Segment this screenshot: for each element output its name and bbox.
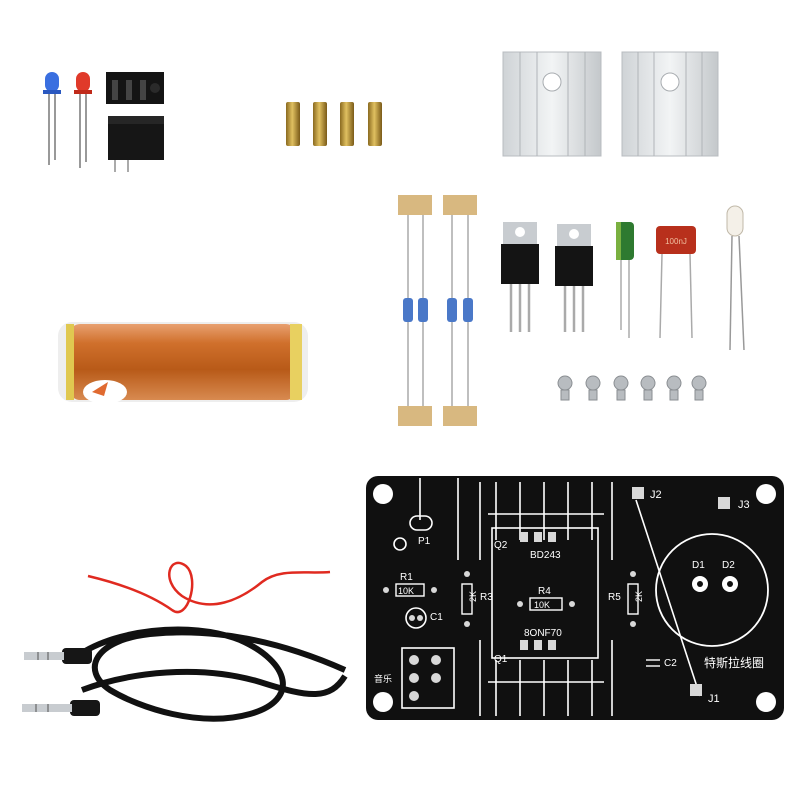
heatsink-right [621,51,719,157]
label-r4-value: 10K [534,600,550,610]
label-r1: R1 [400,572,413,583]
heatsink-left [502,51,602,157]
screws [557,375,707,401]
label-board-title: 特斯拉线圈 [704,655,764,670]
label-r3-value: 2K [468,591,478,602]
resistor-strip [398,195,477,426]
label-j1: J1 [708,693,720,705]
label-r4: R4 [538,586,551,597]
blue-led [43,72,61,165]
mounting-hole [373,484,393,504]
audio-jack-top [106,72,164,104]
electrolytic-capacitor [616,222,634,338]
label-q1-part: 8ONF70 [524,628,562,639]
label-r1-value: 10K [398,586,414,596]
pad-j3 [718,497,730,509]
neon-bulb [726,205,745,351]
label-c2: C2 [664,658,677,669]
label-j3: J3 [738,499,750,511]
pcb-board: J2 J3 J1 Q2 BD243 Q1 8ONF70 P1 R1 10K R3… [366,476,784,720]
label-q2-part: BD243 [530,550,561,561]
label-q1: Q1 [494,654,508,665]
aux-cable [22,626,348,722]
pad-j1 [690,684,702,696]
brass-standoffs [286,102,382,146]
label-music: 音乐 [374,673,392,685]
label-d2: D2 [722,560,735,571]
label-r5-value: 2K [634,591,644,602]
label-r3: R3 [480,592,493,603]
mounting-hole [756,484,776,504]
tesla-coil [58,322,308,404]
label-c1: C1 [430,612,443,623]
aux-plug-bottom [22,700,100,716]
aux-plug-top [24,648,92,664]
label-r5: R5 [608,592,621,603]
label-j2: J2 [650,489,662,501]
mounting-hole [373,692,393,712]
red-wire [87,561,331,614]
label-q2: Q2 [494,540,508,551]
film-capacitor-marking: 100nJ [665,237,687,246]
transistor-right [555,224,593,332]
pad-j2 [632,487,644,499]
transistor-left [501,222,539,332]
label-p1: P1 [418,536,431,547]
film-capacitor: 100nJ [656,226,696,339]
red-led [74,72,92,168]
audio-jack-bottom [108,116,164,172]
mounting-hole [756,692,776,712]
label-d1: D1 [692,560,705,571]
